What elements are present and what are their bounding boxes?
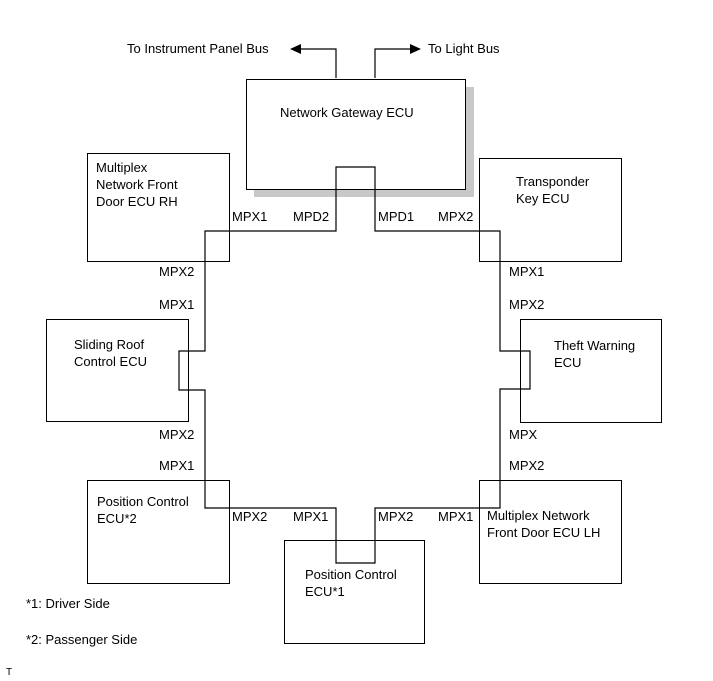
bus-arrowheads xyxy=(290,44,421,54)
port-label: MPX xyxy=(509,427,538,442)
light-bus-label: To Light Bus xyxy=(428,41,500,56)
port-label: MPX1 xyxy=(438,509,474,524)
gateway-ecu-label: Network Gateway ECU xyxy=(280,105,414,120)
sliding-roof-label: Sliding Roof Control ECU xyxy=(74,337,147,369)
position-control-ecu-2 xyxy=(87,480,230,584)
front-door-ecu-rh xyxy=(87,153,230,262)
front-door-lh-label: Multiplex Network Front Door ECU LH xyxy=(487,508,601,540)
port-label: MPX1 xyxy=(293,509,329,524)
port-label: MPX2 xyxy=(438,209,474,224)
port-label: MPX2 xyxy=(159,264,195,279)
port-label: MPX2 xyxy=(378,509,414,524)
theft-warning-ecu xyxy=(520,319,662,423)
port-label: MPX1 xyxy=(159,458,195,473)
position-control-2-label: Position Control ECU*2 xyxy=(97,494,189,526)
theft-warning-label: Theft Warning ECU xyxy=(554,338,636,370)
position-control-ecu-1 xyxy=(284,540,425,644)
sliding-roof-control-ecu xyxy=(46,319,189,422)
front-door-rh-label: Multiplex Network Front Door ECU RH xyxy=(96,160,178,209)
port-label: MPX2 xyxy=(509,458,545,473)
network-gateway-ecu xyxy=(246,79,466,190)
port-label: MPX2 xyxy=(232,509,268,524)
transponder-key-ecu xyxy=(479,158,622,262)
front-door-ecu-lh xyxy=(479,480,622,584)
port-label: MPX2 xyxy=(509,297,545,312)
port-label: MPD2 xyxy=(293,209,330,224)
port-label: MPX1 xyxy=(509,264,545,279)
corner-mark: T xyxy=(6,667,13,678)
transponder-label: Transponder Key ECU xyxy=(516,174,590,206)
multiplex-ring xyxy=(178,166,531,564)
port-label: MPX1 xyxy=(159,297,195,312)
bus-arrows xyxy=(300,48,411,78)
footnote-driver-side: *1: Driver Side xyxy=(26,596,110,611)
port-label: MPX2 xyxy=(159,427,195,442)
port-label: MPD1 xyxy=(378,209,415,224)
port-label: MPX1 xyxy=(232,209,268,224)
position-control-1-label: Position Control ECU*1 xyxy=(305,567,397,599)
footnote-passenger-side: *2: Passenger Side xyxy=(26,632,138,647)
instrument-panel-bus-label: To Instrument Panel Bus xyxy=(127,41,269,56)
